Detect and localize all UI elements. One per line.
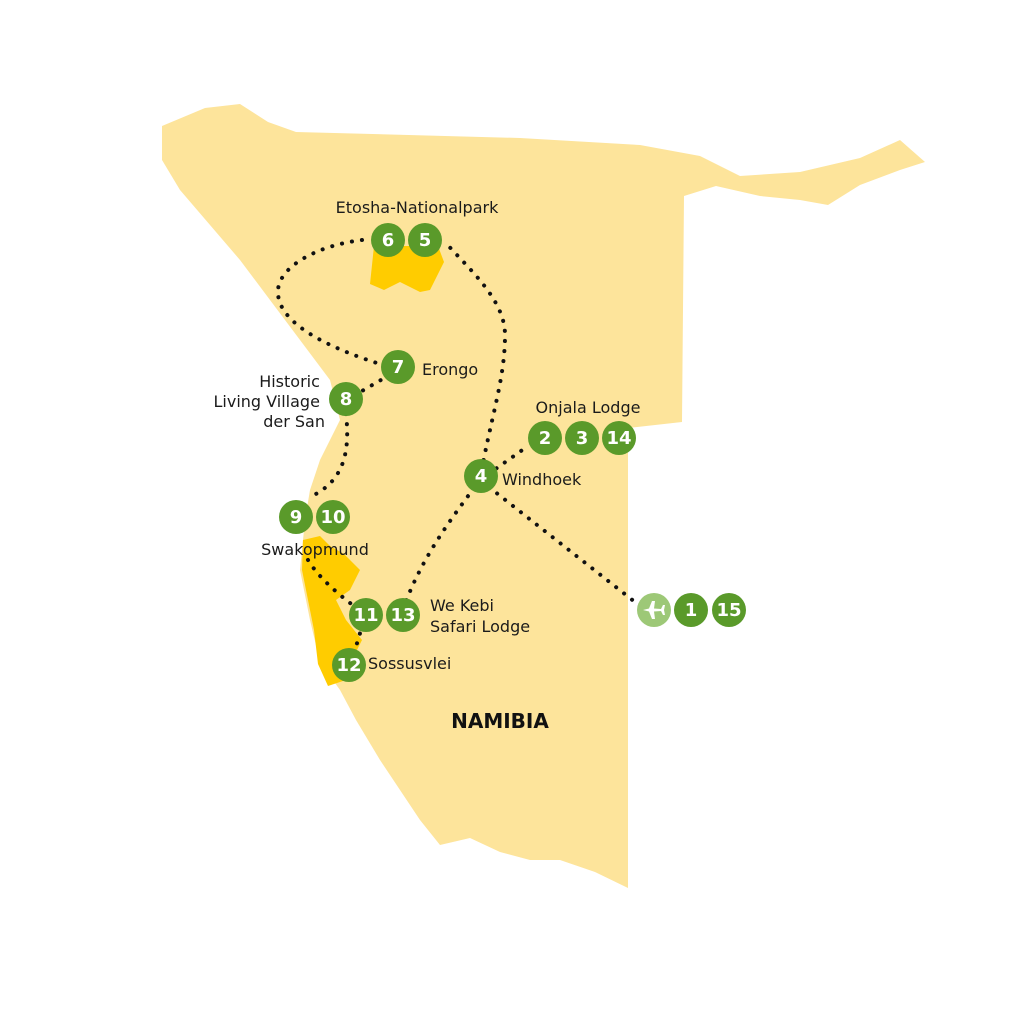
namibia-land xyxy=(162,104,925,888)
place-label-living-village: Historic Living Village der San xyxy=(214,372,325,431)
airplane-icon xyxy=(643,601,665,619)
marker-10: 10 xyxy=(316,500,350,534)
marker-7: 7 xyxy=(381,350,415,384)
place-label-line: Living Village xyxy=(214,392,320,411)
marker-number: 15 xyxy=(716,600,741,621)
place-label-line: We Kebi xyxy=(430,596,494,615)
place-label-windhoek: Windhoek xyxy=(502,470,582,489)
place-label-erongo: Erongo xyxy=(422,360,478,379)
marker-11: 11 xyxy=(349,598,383,632)
marker-1: 1 xyxy=(674,593,708,627)
place-label-onjala: Onjala Lodge xyxy=(536,398,641,417)
place-label-sossusvlei: Sossusvlei xyxy=(368,654,451,673)
marker-14: 14 xyxy=(602,421,636,455)
route-line xyxy=(478,478,642,608)
marker-number: 7 xyxy=(392,357,405,378)
route-line xyxy=(310,412,350,498)
place-label-line: Historic xyxy=(259,372,320,391)
marker-number: 13 xyxy=(390,605,415,626)
route-line xyxy=(348,612,367,666)
marker-4: 4 xyxy=(464,459,498,493)
marker-12: 12 xyxy=(332,648,366,682)
marker-8: 8 xyxy=(329,382,363,416)
country-label: NAMIBIA xyxy=(451,709,549,733)
route-line xyxy=(443,240,508,482)
marker-number: 11 xyxy=(353,605,378,626)
marker-number: 5 xyxy=(419,230,432,251)
marker-13: 13 xyxy=(386,598,420,632)
marker-number: 14 xyxy=(606,428,631,449)
marker-15: 15 xyxy=(712,593,746,627)
etosha-park-area xyxy=(370,246,444,292)
marker-2: 2 xyxy=(528,421,562,455)
place-label-etosha: Etosha-Nationalpark xyxy=(336,198,499,217)
marker-number: 4 xyxy=(475,466,488,487)
place-label-swakopmund: Swakopmund xyxy=(261,540,369,559)
marker-number: 10 xyxy=(320,507,345,528)
route-line xyxy=(275,238,382,366)
marker-9: 9 xyxy=(279,500,313,534)
marker-5: 5 xyxy=(408,223,442,257)
airport-marker xyxy=(637,593,671,627)
marker-number: 9 xyxy=(290,507,303,528)
place-label-line: Safari Lodge xyxy=(430,617,530,636)
marker-6: 6 xyxy=(371,223,405,257)
place-label-line: der San xyxy=(263,412,325,431)
marker-number: 12 xyxy=(336,655,361,676)
marker-number: 8 xyxy=(340,389,353,410)
marker-number: 1 xyxy=(685,600,698,621)
place-label-wekebi: We Kebi Safari Lodge xyxy=(430,596,530,636)
marker-3: 3 xyxy=(565,421,599,455)
marker-number: 3 xyxy=(576,428,589,449)
marker-number: 6 xyxy=(382,230,395,251)
marker-number: 2 xyxy=(539,428,552,449)
